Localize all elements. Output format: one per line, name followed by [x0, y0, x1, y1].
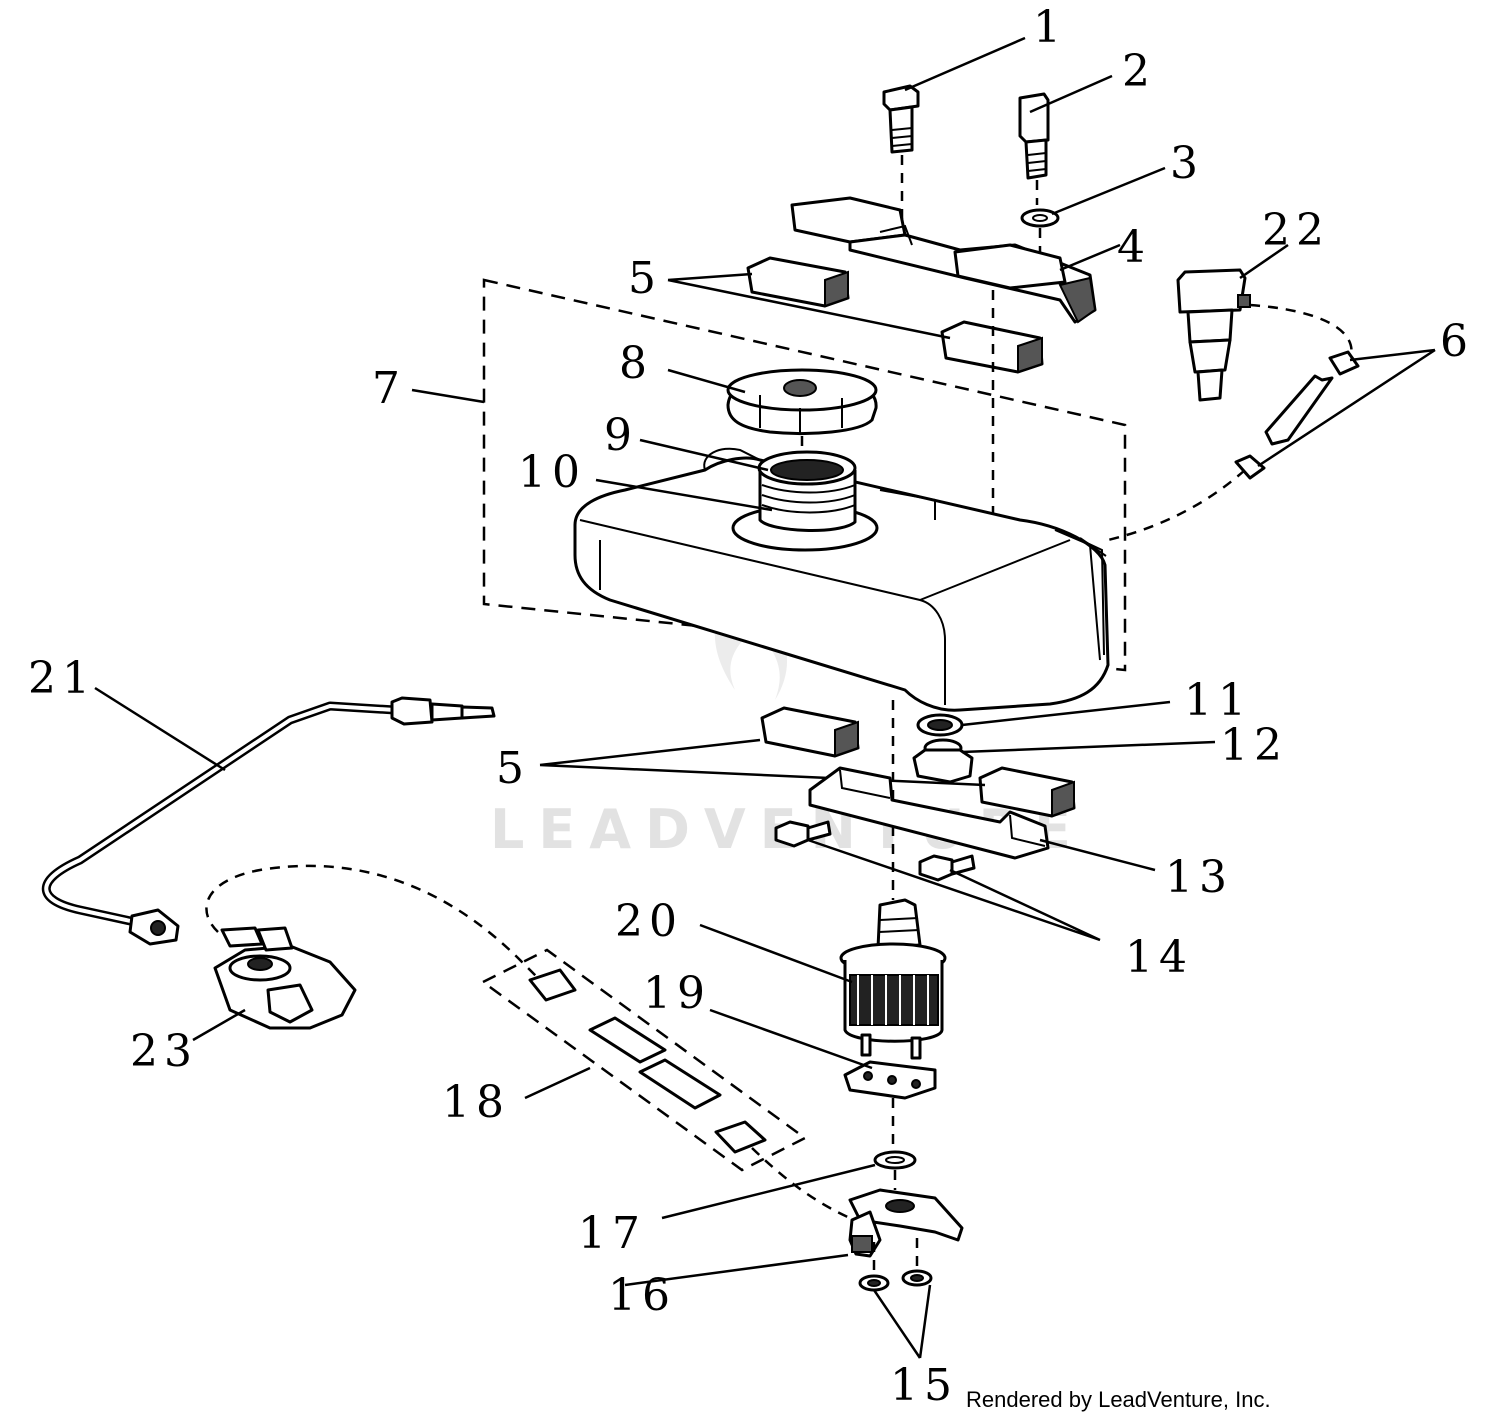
part-15-screw-left[interactable]: [858, 1274, 890, 1292]
callout-5-upper-leader: [667, 272, 951, 340]
part-16-fuel-shutoff-valve[interactable]: [848, 1188, 964, 1258]
callout-12: 12: [1220, 720, 1288, 771]
part-17-o-ring[interactable]: [873, 1150, 917, 1170]
callout-3-leader: [1051, 166, 1166, 216]
callout-8-leader: [667, 368, 746, 394]
part-3-washer[interactable]: [1020, 208, 1060, 228]
callout-17: 17: [578, 1208, 646, 1259]
part-21-fuel-line[interactable]: [42, 696, 496, 946]
callout-20: 20: [615, 896, 683, 947]
callout-18-leader: [524, 1066, 591, 1100]
callout-17-leader: [661, 1163, 876, 1220]
callout-19: 19: [643, 968, 711, 1019]
callout-22: 22: [1262, 205, 1330, 256]
callout-8: 8: [619, 338, 653, 389]
part-5-rubber-pad-lower-left[interactable]: [760, 706, 860, 758]
callout-22-leader: [1239, 243, 1289, 280]
callout-23-leader: [192, 1008, 246, 1042]
callout-2-leader: [1029, 74, 1113, 114]
callout-4: 4: [1117, 222, 1151, 273]
callout-15-leader: [872, 1284, 932, 1359]
part-8-fuel-cap[interactable]: [726, 368, 878, 435]
callout-19-leader: [709, 1008, 873, 1070]
callout-4-leader: [1059, 243, 1121, 272]
callout-11: 11: [1184, 675, 1252, 726]
callout-2: 2: [1122, 46, 1156, 97]
callout-5-lower-leader: [539, 738, 986, 787]
callout-6: 6: [1440, 316, 1474, 367]
part-2-bolt[interactable]: [1018, 92, 1050, 180]
breather-hose-upper: [1249, 303, 1353, 361]
callout-13-leader: [1039, 838, 1156, 872]
part-4-upper-bracket[interactable]: [790, 196, 1097, 324]
part-6-hose-and-clamps[interactable]: [1234, 350, 1360, 480]
callout-16: 16: [608, 1270, 676, 1321]
callout-5-upper: 5: [628, 253, 662, 304]
part-19-gasket[interactable]: [843, 1060, 937, 1100]
part-12-tank-bushing[interactable]: [912, 738, 974, 784]
part-15-screw-right[interactable]: [901, 1269, 933, 1287]
part-22-fuel-gauge[interactable]: [1176, 268, 1251, 402]
breather-hose-lower: [1107, 469, 1246, 542]
callout-9-leader: [639, 438, 769, 472]
part-1-bolt[interactable]: [882, 84, 920, 154]
callout-3: 3: [1170, 138, 1204, 189]
callout-6-leader: [1257, 348, 1436, 468]
part-18-hose-and-clamp-kit[interactable]: [480, 948, 808, 1172]
callout-13: 13: [1165, 852, 1233, 903]
callout-7-leader: [411, 388, 485, 404]
callout-7: 7: [372, 363, 406, 414]
callout-10-leader: [595, 478, 773, 512]
callout-1: 1: [1033, 2, 1067, 53]
callout-21: 21: [28, 653, 96, 704]
callout-5-lower: 5: [496, 743, 530, 794]
render-credit: Rendered by LeadVenture, Inc.: [966, 1387, 1271, 1412]
callout-14-leader: [807, 838, 1101, 942]
part-5-rubber-pad-lower-right[interactable]: [978, 766, 1076, 818]
part-5-rubber-pad-upper-left[interactable]: [746, 256, 850, 308]
callout-12-leader: [961, 740, 1216, 754]
callout-21-leader: [94, 686, 226, 772]
part-10-filler-neck-strainer[interactable]: [731, 450, 879, 552]
part-9-fuel-tank[interactable]: [573, 447, 1110, 712]
callout-14: 14: [1125, 932, 1193, 983]
part-20-fuel-filter[interactable]: [839, 898, 947, 1060]
part-13-lower-bracket[interactable]: [808, 766, 1050, 860]
callout-15: 15: [890, 1360, 958, 1411]
callout-20-leader: [699, 923, 853, 984]
tank-assembly-boundary: [482, 278, 1127, 672]
callout-16-leader: [624, 1253, 849, 1287]
callout-18: 18: [442, 1077, 510, 1128]
part-23-fuel-pump[interactable]: [213, 926, 357, 1030]
callout-10: 10: [518, 447, 586, 498]
callout-1-leader: [904, 36, 1026, 92]
part-11-seal-washer[interactable]: [916, 713, 964, 737]
callout-11-leader: [961, 700, 1171, 727]
valve-fuel-hose: [751, 1147, 851, 1220]
callout-23: 23: [130, 1026, 198, 1077]
callout-9: 9: [604, 410, 638, 461]
